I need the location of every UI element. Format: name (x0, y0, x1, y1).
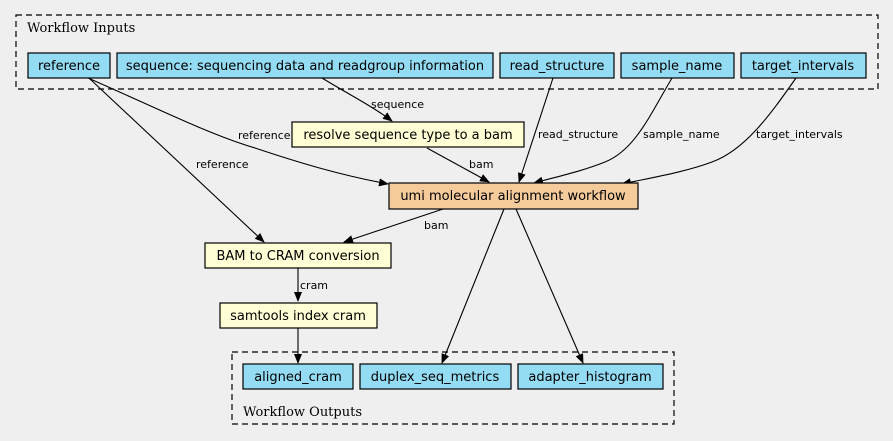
node-samtools-index[interactable]: samtools index cram (219, 302, 378, 329)
edge-reference-to-cram: reference (89, 78, 265, 243)
edge-label-bam-cram: bam (424, 219, 448, 232)
edge-cram-to-index: cram (294, 268, 328, 302)
node-aligned-cram[interactable]: aligned_cram (242, 363, 354, 390)
edges: sequence reference reference bam read_st… (87, 77, 843, 364)
svg-text:target_intervals: target_intervals (752, 59, 855, 74)
edge-label-reference-umi: reference (238, 129, 291, 142)
svg-text:samtools index cram: samtools index cram (230, 309, 366, 324)
workflow-outputs-label: Workflow Outputs (243, 405, 362, 420)
workflow-inputs-label: Workflow Inputs (27, 21, 135, 36)
node-duplex-seq-metrics[interactable]: duplex_seq_metrics (359, 363, 512, 390)
node-adapter-histogram[interactable]: adapter_histogram (517, 363, 664, 390)
svg-text:duplex_seq_metrics: duplex_seq_metrics (371, 370, 500, 385)
edge-label-reference-cram: reference (196, 158, 249, 171)
node-read-structure[interactable]: read_structure (499, 52, 615, 79)
node-umi-workflow[interactable]: umi molecular alignment workflow (388, 182, 639, 210)
edge-sequence-to-resolve: sequence (321, 77, 424, 122)
svg-text:resolve sequence type to a bam: resolve sequence type to a bam (303, 128, 512, 143)
edge-label-bam-resolve: bam (469, 158, 493, 171)
edge-label-sequence: sequence (371, 98, 424, 111)
node-resolve-sequence[interactable]: resolve sequence type to a bam (291, 121, 525, 148)
edge-label-read-structure: read_structure (538, 128, 618, 141)
svg-text:read_structure: read_structure (510, 59, 605, 74)
edge-target-intervals-to-umi: target_intervals (621, 77, 843, 187)
edge-resolve-to-umi: bam (426, 147, 493, 183)
svg-text:BAM to CRAM conversion: BAM to CRAM conversion (216, 249, 379, 264)
edge-umi-to-adapter (515, 208, 584, 364)
svg-text:adapter_histogram: adapter_histogram (528, 370, 651, 385)
svg-text:sample_name: sample_name (632, 59, 723, 74)
edge-read-structure-to-umi: read_structure (517, 77, 618, 183)
node-target-intervals[interactable]: target_intervals (740, 52, 867, 79)
svg-text:umi molecular alignment workfl: umi molecular alignment workflow (400, 189, 626, 204)
edge-umi-to-duplex (441, 208, 505, 364)
node-bam-to-cram[interactable]: BAM to CRAM conversion (204, 242, 392, 269)
svg-text:sequence: sequencing data and: sequence: sequencing data and readgroup … (126, 59, 484, 74)
svg-text:aligned_cram: aligned_cram (254, 370, 342, 385)
edge-sample-name-to-umi: sample_name (533, 77, 720, 185)
node-sequence[interactable]: sequence: sequencing data and readgroup … (116, 52, 494, 79)
edge-label-cram: cram (300, 279, 328, 292)
edge-label-target-intervals: target_intervals (756, 128, 843, 141)
edge-label-sample-name: sample_name (643, 128, 720, 141)
node-reference[interactable]: reference (27, 52, 111, 79)
node-sample-name[interactable]: sample_name (620, 52, 735, 79)
workflow-outputs-cluster: Workflow Outputs (231, 351, 675, 425)
workflow-inputs-cluster: Workflow Inputs (15, 14, 879, 90)
edge-umi-to-cram: bam (343, 208, 448, 243)
edge-reference-to-umi: reference (87, 77, 389, 187)
svg-text:reference: reference (38, 59, 100, 74)
